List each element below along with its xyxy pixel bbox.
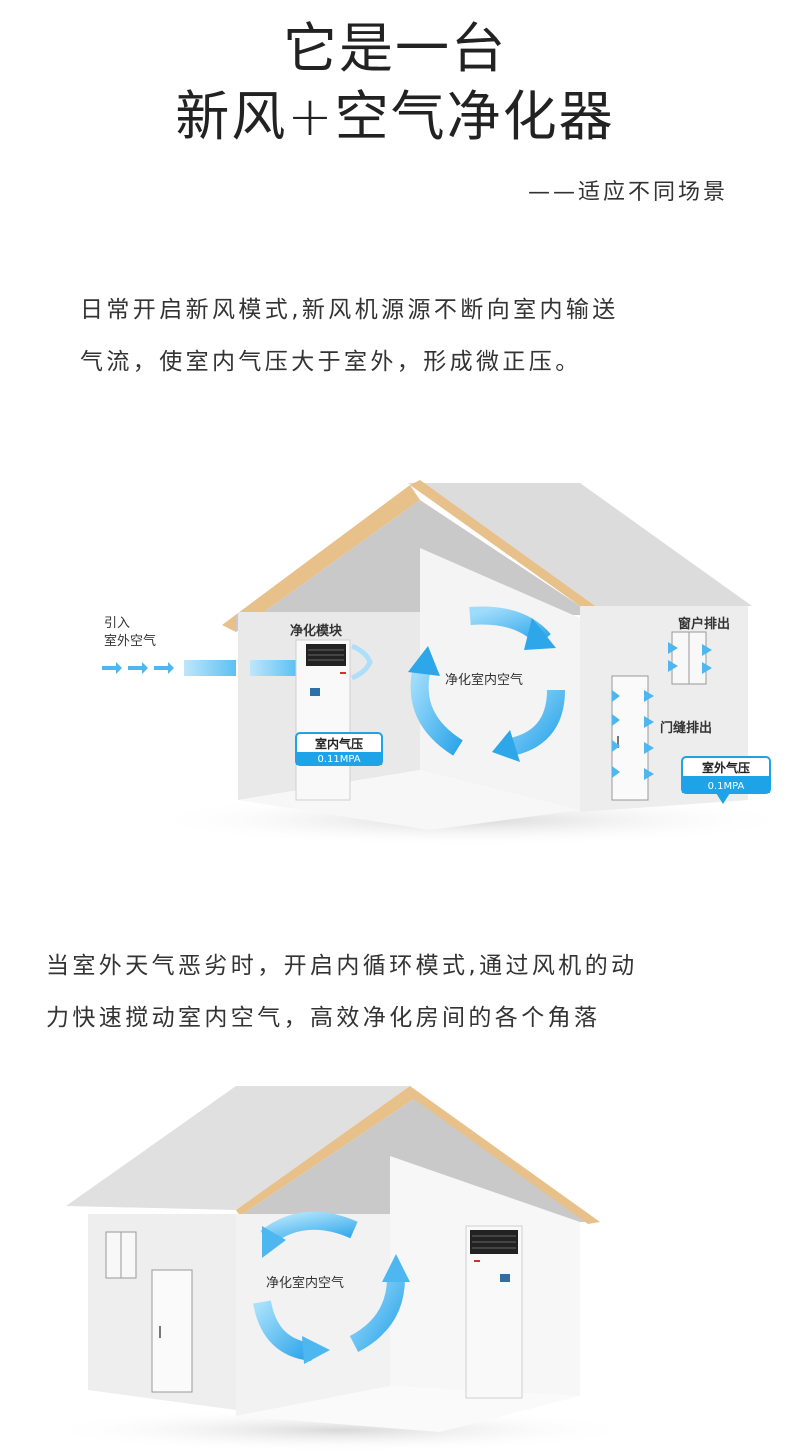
recirculation-house-illustration: 净化室内空气 <box>0 1076 790 1456</box>
paragraph-line: 当室外天气恶劣时，开启内循环模式,通过风机的动 <box>46 940 766 992</box>
subtitle: ——适应不同场景 <box>528 174 728 206</box>
intake-label-line2: 室外空气 <box>104 633 156 649</box>
window <box>106 1232 136 1278</box>
purifier-unit <box>466 1226 522 1398</box>
purify-module-label: 净化模块 <box>290 623 343 639</box>
page-title-line1: 它是一台 <box>0 18 790 80</box>
paragraph-line: 日常开启新风模式,新风机源源不断向室内输送 <box>80 284 760 336</box>
air-pipe-inside <box>250 660 296 676</box>
outdoor-pressure-value: 0.1MPA <box>708 781 745 792</box>
purify-indoor-label: 净化室内空气 <box>266 1275 344 1291</box>
purify-indoor-label: 净化室内空气 <box>445 672 523 688</box>
door-exhaust-label: 门缝排出 <box>660 720 712 736</box>
indoor-pressure-label: 室内气压 <box>315 736 363 751</box>
indoor-pressure-value: 0.11MPA <box>317 754 360 765</box>
air-pipe-outside <box>184 660 236 676</box>
door <box>152 1270 192 1392</box>
fresh-air-mode-description: 日常开启新风模式,新风机源源不断向室内输送 气流，使室内气压大于室外，形成微正压… <box>80 284 760 388</box>
page-title-line2: 新风+空气净化器 <box>0 86 790 148</box>
window <box>672 632 706 684</box>
paragraph-line: 气流，使室内气压大于室外，形成微正压。 <box>80 336 760 388</box>
indoor-pressure-badge: 室内气压 0.11MPA <box>296 733 382 765</box>
outdoor-pressure-label: 室外气压 <box>702 760 750 775</box>
recirculation-mode-description: 当室外天气恶劣时，开启内循环模式,通过风机的动 力快速搅动室内空气，高效净化房间… <box>46 940 766 1044</box>
intake-label-line1: 引入 <box>104 616 130 631</box>
paragraph-line: 力快速搅动室内空气，高效净化房间的各个角落 <box>46 992 766 1044</box>
intake-arrows <box>102 662 174 674</box>
fresh-air-house-illustration: 引入 室外空气 净化模块 净化室内空气 窗户排出 门缝排出 室内气压 0.11M… <box>0 470 790 850</box>
purifier-unit <box>296 640 350 800</box>
window-exhaust-label: 窗户排出 <box>678 616 730 632</box>
